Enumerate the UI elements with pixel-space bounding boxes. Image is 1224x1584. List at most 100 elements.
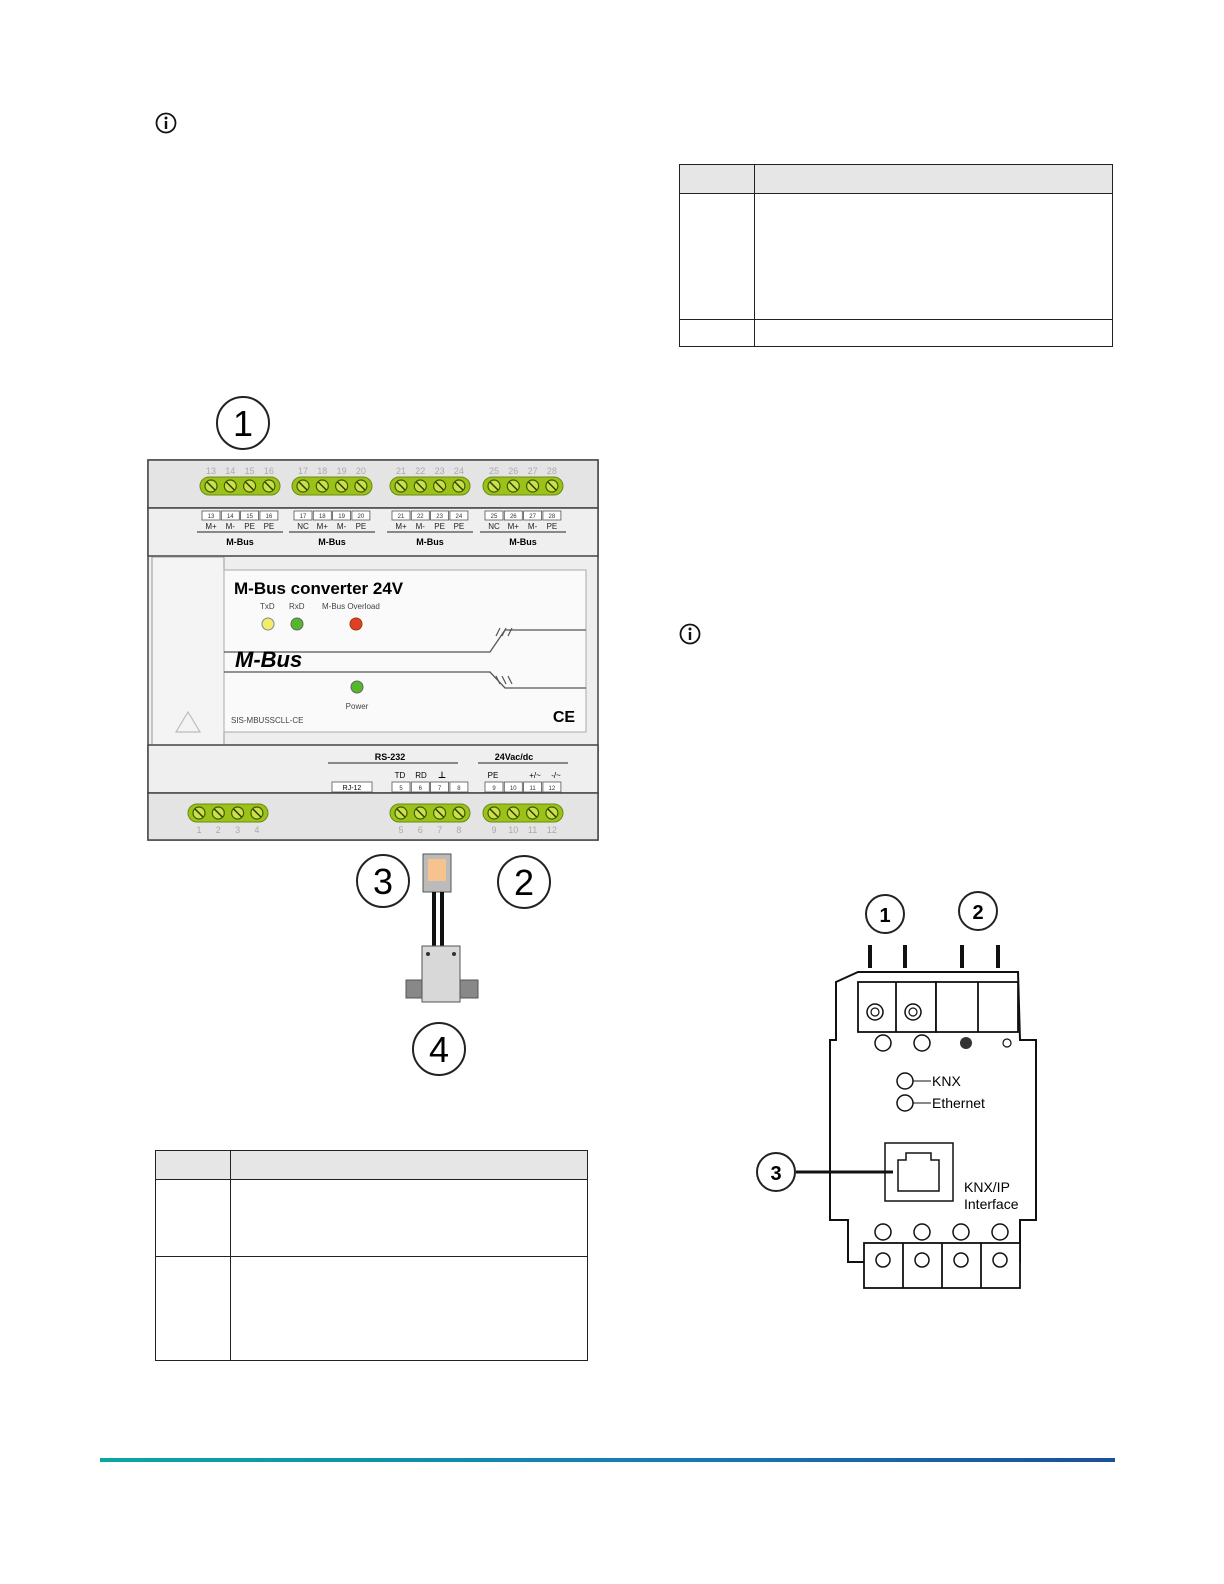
terminal-box <box>351 510 371 521</box>
warning-triangle-icon <box>174 710 202 733</box>
terminal-box <box>542 510 562 521</box>
pin-label: NC <box>297 522 309 531</box>
terminal-number: 24 <box>454 466 464 476</box>
terminal-box <box>449 510 469 521</box>
screw-slot <box>415 808 425 818</box>
knx-ip-interface-figure: 1 2 KNX Ethernet KNX/IP Interface 3 <box>756 891 1037 1289</box>
terminal-block <box>389 476 471 496</box>
bottom-label-band <box>147 744 599 794</box>
pin-label: PE <box>244 522 255 531</box>
terminal-number: 26 <box>508 466 518 476</box>
terminal-box <box>449 781 469 793</box>
terminal-box <box>391 510 411 521</box>
terminal-box-number: 10 <box>510 786 517 792</box>
rs232-pin-label: TD <box>395 771 406 780</box>
terminal-block <box>482 476 564 496</box>
terminal-box <box>312 510 332 521</box>
screw-slot <box>454 808 464 818</box>
callout-number: 1 <box>233 403 253 444</box>
bus-group-label: M-Bus <box>318 537 346 547</box>
screw-slot <box>337 481 347 491</box>
pin-label: PE <box>356 522 367 531</box>
table-header-cell <box>754 164 1113 194</box>
screw-slot <box>194 808 204 818</box>
led-label-power: Power <box>346 702 369 711</box>
callout-number: 3 <box>373 861 393 902</box>
terminal-number: 23 <box>435 466 445 476</box>
screw-slot <box>528 481 538 491</box>
screw-slot <box>435 808 445 818</box>
terminal-box-number: 16 <box>266 514 273 520</box>
screw-slot <box>528 808 538 818</box>
table-cell <box>679 193 755 320</box>
pin-label: PE <box>547 522 558 531</box>
terminal-number: 9 <box>491 825 496 835</box>
terminal-number: 20 <box>356 466 366 476</box>
table-cell <box>155 1256 231 1361</box>
mbus-logo: M-Bus <box>235 647 302 672</box>
terminal-box <box>503 510 523 521</box>
ethernet-led <box>896 1094 914 1112</box>
terminal-number: 27 <box>528 466 538 476</box>
table-header-cell <box>679 164 755 194</box>
terminal-block <box>482 803 564 823</box>
terminal-box <box>503 781 523 793</box>
power-pin-label: +/~ <box>529 771 541 780</box>
knx-led <box>896 1072 914 1090</box>
terminal-box-number: 28 <box>549 514 556 520</box>
terminal-number: 16 <box>264 466 274 476</box>
rj12-plug-contacts <box>428 859 446 881</box>
terminal-box-number: 9 <box>492 786 496 792</box>
screw-slot <box>454 481 464 491</box>
port-label-line2: Interface <box>964 1196 1019 1212</box>
terminal-box-number: 11 <box>529 786 536 792</box>
terminal-box-number: 25 <box>491 514 498 520</box>
screw-slot <box>252 808 262 818</box>
terminal-box-number: 22 <box>417 514 424 520</box>
terminal-box <box>523 510 543 521</box>
status-led <box>960 1037 972 1049</box>
bus-hash-lower <box>495 675 513 685</box>
terminal-number: 22 <box>415 466 425 476</box>
terminal-block <box>187 803 269 823</box>
led-label-txd: TxD <box>260 602 275 611</box>
top-terminal-housing <box>935 981 1019 1033</box>
screw-slot <box>233 808 243 818</box>
led-label-rxd: RxD <box>289 602 305 611</box>
bus-hash-upper <box>495 627 513 637</box>
pin-label: M+ <box>317 522 329 531</box>
terminal-box-number: 14 <box>227 514 234 520</box>
pin-label: M- <box>416 522 426 531</box>
overload-led <box>349 617 363 631</box>
screw-slot <box>489 808 499 818</box>
callout-number: 4 <box>429 1029 449 1070</box>
terminal-number: 11 <box>528 825 537 835</box>
terminal-box <box>220 510 240 521</box>
pin-label: M- <box>226 522 236 531</box>
legend-table-bottom-left <box>155 1150 588 1361</box>
terminal-number: 3 <box>235 825 240 835</box>
terminal-box-number: 20 <box>358 514 365 520</box>
power-pin-label: PE <box>488 771 499 780</box>
terminal-box <box>523 781 543 793</box>
callout-circle <box>412 1022 466 1076</box>
terminal-box-number: 15 <box>246 514 253 520</box>
terminal-box-number: 6 <box>419 786 423 792</box>
callout-circle <box>958 891 998 931</box>
terminal-box-number: 19 <box>338 514 345 520</box>
terminal-box-number: 13 <box>208 514 215 520</box>
bus-group-label: M-Bus <box>509 537 537 547</box>
terminal-number: 8 <box>456 825 461 835</box>
bus-group-label: M-Bus <box>416 537 444 547</box>
terminal-number: 4 <box>254 825 259 835</box>
terminal-number: 5 <box>398 825 403 835</box>
terminal-box <box>240 510 259 521</box>
table-cell <box>230 1179 588 1257</box>
ethernet-led-label: Ethernet <box>932 1095 985 1111</box>
screw-slot <box>435 481 445 491</box>
power-label: 24Vac/dc <box>495 752 534 762</box>
txd-led <box>261 617 275 631</box>
screw-slot <box>317 481 327 491</box>
rj12-box <box>331 781 373 793</box>
